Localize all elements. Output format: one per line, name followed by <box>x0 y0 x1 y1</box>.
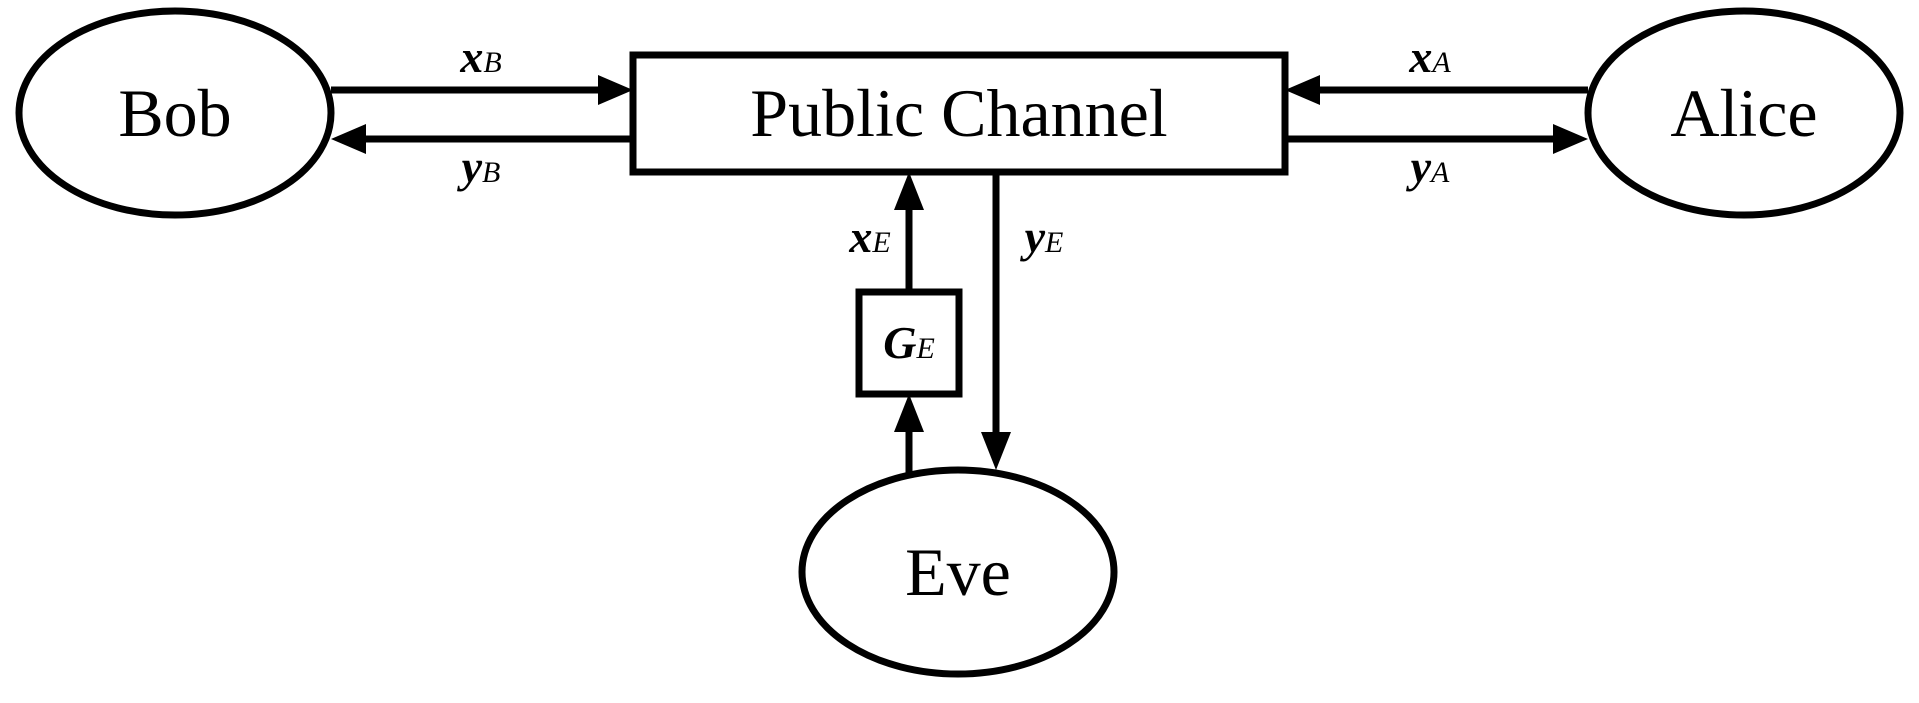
label-x-e: xE <box>848 211 890 262</box>
bob-ellipse <box>15 7 335 219</box>
label-y-b-sub: B <box>482 156 500 189</box>
public-channel-label: Public Channel <box>750 75 1167 151</box>
eve-node: Eve <box>798 466 1118 678</box>
public-channel-box <box>629 51 1289 176</box>
label-x-a-sub: A <box>1430 46 1451 79</box>
arrow-channel-to-bob <box>331 124 633 154</box>
label-x-b-main: x <box>459 31 483 82</box>
arrow-channel-to-eve <box>981 172 1011 470</box>
arrow-bob-to-channel-head <box>598 75 633 105</box>
label-y-a-sub: A <box>1429 156 1450 189</box>
eve-ellipse <box>798 466 1118 678</box>
ge-sub: E <box>915 332 934 365</box>
public-channel-node: Public Channel <box>629 51 1289 176</box>
ge-main: G <box>883 317 916 368</box>
label-y-e: yE <box>1020 211 1064 262</box>
arrow-alice-to-channel-head <box>1285 75 1320 105</box>
arrow-eve-to-ge-head <box>894 394 924 432</box>
arrow-channel-to-alice-head <box>1553 124 1588 154</box>
bob-label: Bob <box>118 75 231 151</box>
label-y-a: yA <box>1406 141 1450 192</box>
arrow-ge-to-channel-head <box>894 172 924 210</box>
arrow-alice-to-channel <box>1285 75 1588 105</box>
arrow-ge-to-channel <box>894 172 924 292</box>
alice-node: Alice <box>1584 7 1904 219</box>
alice-ellipse <box>1584 7 1904 219</box>
label-x-a: xA <box>1408 31 1451 82</box>
ge-label: GE <box>883 317 935 368</box>
arrow-eve-to-ge <box>894 394 924 475</box>
alice-label: Alice <box>1670 75 1817 151</box>
label-x-e-main: x <box>848 211 872 262</box>
arrow-bob-to-channel <box>331 75 633 105</box>
arrow-channel-to-eve-head <box>981 432 1011 470</box>
label-x-b-sub: B <box>483 46 501 79</box>
bob-node: Bob <box>15 7 335 219</box>
label-x-e-sub: E <box>871 226 890 259</box>
eve-label: Eve <box>905 534 1011 610</box>
label-x-b: xB <box>459 31 501 82</box>
arrow-channel-to-bob-head <box>331 124 366 154</box>
ge-node: GE <box>855 288 963 398</box>
arrow-channel-to-alice <box>1285 124 1588 154</box>
label-y-a-main: y <box>1406 141 1432 192</box>
label-y-b-main: y <box>457 141 483 192</box>
label-x-a-main: x <box>1408 31 1432 82</box>
label-y-e-main: y <box>1020 211 1046 262</box>
label-y-b: yB <box>457 141 501 192</box>
label-y-e-sub: E <box>1044 226 1063 259</box>
